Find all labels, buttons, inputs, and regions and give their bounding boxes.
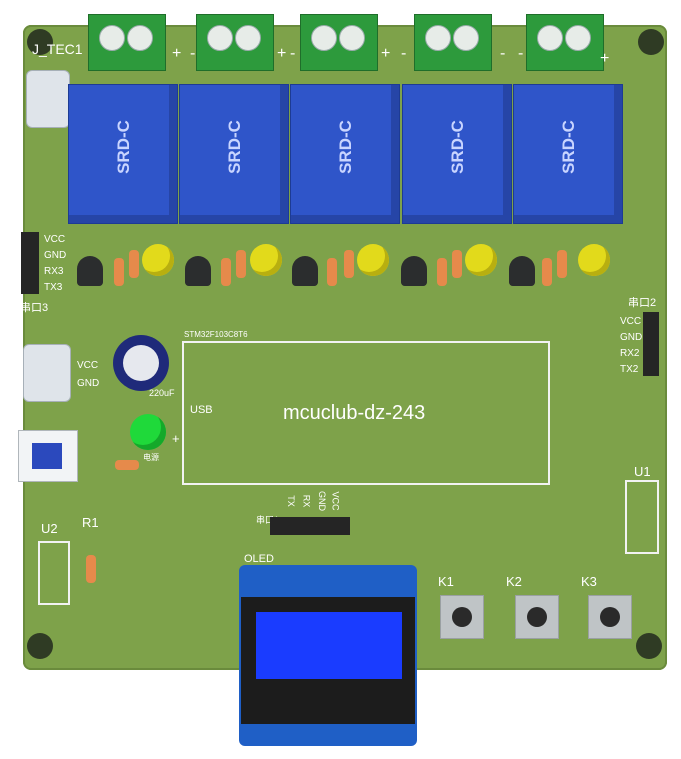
resistor xyxy=(344,250,354,278)
relay: SRD-C xyxy=(513,84,623,224)
uart1-pin-label: VCC xyxy=(330,491,341,511)
power-switch xyxy=(18,430,78,482)
resistor xyxy=(86,555,96,583)
power-label: GND xyxy=(77,378,100,389)
pin-label: GND xyxy=(44,250,67,261)
transistor xyxy=(401,256,427,286)
status-led-yellow xyxy=(578,244,610,276)
minus-marker: - xyxy=(500,45,506,62)
plus-marker: + xyxy=(277,45,287,62)
status-led-yellow xyxy=(142,244,174,276)
minus-marker: - xyxy=(190,45,196,62)
pin-label: VCC xyxy=(620,316,642,327)
resistor xyxy=(437,258,447,286)
u2-sensor xyxy=(38,541,70,605)
resistor xyxy=(557,250,567,278)
screw-terminal xyxy=(526,14,604,71)
mcu-module-designator: STM32F103C8T6 xyxy=(184,330,248,339)
screw-terminal xyxy=(300,14,378,71)
pin-label: RX3 xyxy=(44,266,64,277)
uart1-header xyxy=(270,517,350,535)
uart2-designator: 串口2 xyxy=(628,297,657,309)
resistor xyxy=(221,258,231,286)
push-button-k2[interactable] xyxy=(515,595,559,639)
relay: SRD-C xyxy=(179,84,289,224)
resistor xyxy=(236,250,246,278)
mount-hole-icon xyxy=(636,633,662,659)
pin-label: TX2 xyxy=(620,364,639,375)
relay: SRD-C xyxy=(402,84,512,224)
button-designator: K1 xyxy=(438,574,454,589)
screw-terminal xyxy=(414,14,492,71)
power-label: VCC xyxy=(77,360,99,371)
pin-label: GND xyxy=(620,332,643,343)
mount-hole-icon xyxy=(638,29,664,55)
plus-marker: + xyxy=(172,45,182,62)
relay-label: SRD-C xyxy=(558,120,578,174)
transistor xyxy=(292,256,318,286)
resistor xyxy=(115,460,139,470)
relay: SRD-C xyxy=(290,84,400,224)
u1-outline xyxy=(625,480,659,554)
uart3-header xyxy=(21,232,39,294)
screw-terminal xyxy=(88,14,166,71)
u1-designator: U1 xyxy=(634,464,651,479)
uart1-pin-label: TX xyxy=(285,495,296,507)
screw-terminal xyxy=(196,14,274,71)
mount-hole-icon xyxy=(27,29,53,55)
button-designator: K2 xyxy=(506,574,522,589)
electrolytic-capacitor xyxy=(113,335,169,391)
pin-label: RX2 xyxy=(620,348,640,359)
power-led-label: 电源 xyxy=(143,453,159,462)
resistor xyxy=(114,258,124,286)
relay-label: SRD-C xyxy=(224,120,244,174)
usb-c-connector xyxy=(26,70,70,128)
u2-designator: U2 xyxy=(41,521,58,536)
power-led-green xyxy=(130,414,166,450)
capacitor-label: 220uF xyxy=(149,388,175,398)
minus-marker: - xyxy=(290,45,296,62)
transistor xyxy=(77,256,103,286)
plus-marker: + xyxy=(600,50,610,67)
uart2-header xyxy=(643,312,659,376)
transistor xyxy=(185,256,211,286)
transistor xyxy=(509,256,535,286)
relay-label: SRD-C xyxy=(335,120,355,174)
uart1-designator: 串口1 xyxy=(256,515,280,525)
usb-silk-label: USB xyxy=(190,404,213,416)
minus-marker: - xyxy=(401,45,407,62)
mcu-module-outline xyxy=(182,341,550,485)
button-designator: K3 xyxy=(581,574,597,589)
minus-marker: - xyxy=(518,45,524,62)
usb-c-connector xyxy=(23,344,71,402)
uart1-pin-label: RX xyxy=(301,494,312,508)
board-title: mcuclub-dz-243 xyxy=(283,402,426,424)
uart1-pin-label: GND xyxy=(317,491,327,511)
oled-designator: OLED xyxy=(244,553,274,565)
mount-hole-icon xyxy=(27,633,53,659)
plus-marker: + xyxy=(172,431,180,446)
relay: SRD-C xyxy=(68,84,178,224)
pin-label: VCC xyxy=(44,234,66,245)
push-button-k1[interactable] xyxy=(440,595,484,639)
resistor xyxy=(129,250,139,278)
oled-screen xyxy=(256,612,402,679)
status-led-yellow xyxy=(357,244,389,276)
status-led-yellow xyxy=(465,244,497,276)
relay-label: SRD-C xyxy=(447,120,467,174)
r1-designator: R1 xyxy=(82,515,99,530)
relay-label: SRD-C xyxy=(113,120,133,174)
resistor xyxy=(327,258,337,286)
push-button-k3[interactable] xyxy=(588,595,632,639)
pin-label: TX3 xyxy=(44,282,63,293)
uart3-designator: 串口3 xyxy=(20,302,49,314)
terminal-designator: J_TEC1 xyxy=(32,41,83,57)
plus-marker: + xyxy=(381,45,391,62)
status-led-yellow xyxy=(250,244,282,276)
resistor xyxy=(542,258,552,286)
resistor xyxy=(452,250,462,278)
